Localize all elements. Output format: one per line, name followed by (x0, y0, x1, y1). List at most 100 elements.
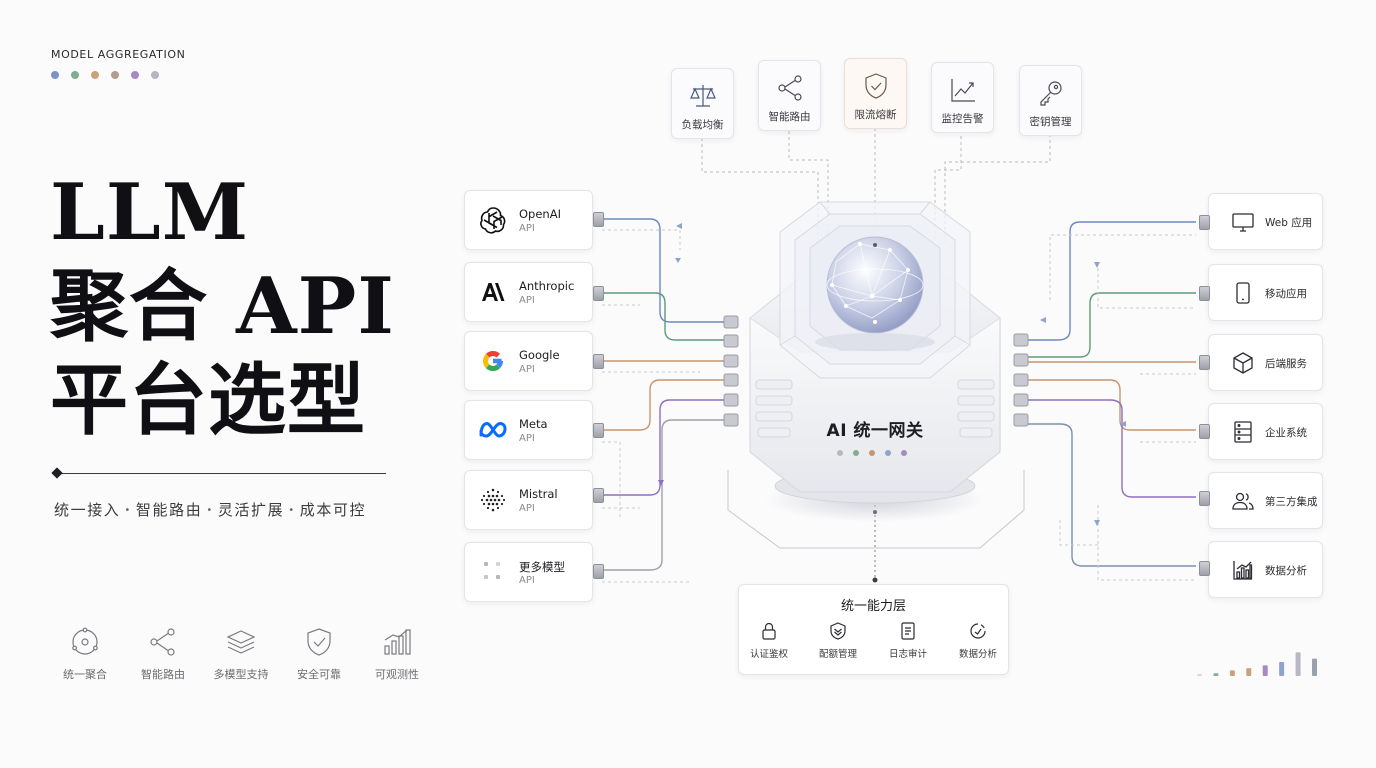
feature-label: 多模型支持 (213, 668, 269, 681)
feature-security: 安全可靠 (280, 626, 358, 682)
quota-icon (830, 622, 846, 640)
capability-rate-limit[interactable]: 限流熔断 (844, 58, 907, 129)
tagline-item: 灵活扩展 (217, 501, 285, 519)
app-name: 数据分析 (1265, 565, 1307, 577)
capability-key-management[interactable]: 密钥管理 (1019, 65, 1082, 136)
provider-card-anthropic[interactable]: Anthropic API (464, 262, 593, 322)
users-icon (1232, 492, 1254, 510)
app-card-analytics[interactable]: 数据分析 (1208, 541, 1323, 598)
color-dot (901, 450, 907, 456)
provider-card-more-models[interactable]: 更多模型 API (464, 542, 593, 602)
capability-label: 日志审计 (888, 649, 927, 660)
provider-sub: API (519, 433, 535, 444)
color-dot (151, 71, 159, 79)
capability-label: 认证鉴权 (749, 649, 788, 660)
mini-bar (1213, 673, 1219, 676)
feature-label: 统一聚合 (63, 668, 107, 681)
capability-load-balancing[interactable]: 负载均衡 (671, 68, 734, 139)
scale-icon (690, 85, 716, 107)
more-models-icon (484, 562, 500, 579)
app-plug (1199, 215, 1210, 230)
mini-bar (1312, 658, 1317, 676)
app-name: Web 应用 (1265, 217, 1313, 229)
mistral-logo (480, 488, 506, 512)
decorative-mini-bars (1197, 652, 1317, 676)
capability-label: 负载均衡 (681, 119, 724, 131)
provider-sub: API (519, 503, 535, 514)
capability-label: 配额管理 (818, 649, 857, 660)
monitor-icon (1232, 213, 1254, 232)
provider-card-mistral[interactable]: Mistral API (464, 470, 593, 530)
gateway-dots (837, 450, 907, 456)
app-card-mobile[interactable]: 移动应用 (1208, 264, 1323, 321)
feature-list: 统一聚合 智能路由 多模型支持 安全可靠 可观测性 (46, 626, 436, 682)
feature-multi-model: 多模型支持 (202, 626, 280, 682)
provider-card-meta[interactable]: Meta API (464, 400, 593, 460)
app-plug (1199, 424, 1210, 439)
lock-icon (762, 622, 776, 640)
line-chart-icon (951, 79, 975, 102)
provider-card-openai[interactable]: OpenAI API (464, 190, 593, 250)
cube-icon (1233, 352, 1253, 374)
mini-bar (1197, 674, 1202, 676)
routing-icon (150, 628, 175, 656)
app-card-third-party[interactable]: 第三方集成 (1208, 472, 1323, 529)
mini-bar (1279, 662, 1285, 676)
network-sphere (815, 236, 935, 351)
app-name: 后端服务 (1265, 358, 1307, 370)
app-card-backend[interactable]: 后端服务 (1208, 334, 1323, 391)
title-line-3: 平台选型 (50, 355, 367, 446)
provider-plug (593, 212, 604, 227)
title-divider (56, 473, 386, 474)
provider-sub: API (519, 364, 535, 375)
color-dot (853, 450, 859, 456)
tagline-separator: • (206, 505, 214, 516)
capability-layer: 统一能力层 认证鉴权 配额管理 日志审计 数据分析 (738, 584, 1009, 675)
capability-auth[interactable]: 认证鉴权 (739, 621, 799, 660)
app-card-enterprise[interactable]: 企业系统 (1208, 403, 1323, 460)
gateway-label: AI 统一网关 (826, 421, 924, 441)
provider-plug (593, 488, 604, 503)
provider-name: Mistral (519, 487, 558, 501)
capability-monitoring[interactable]: 监控告警 (931, 62, 994, 133)
capability-logs[interactable]: 日志审计 (878, 621, 938, 660)
routing-icon (778, 75, 802, 101)
feature-label: 安全可靠 (297, 668, 341, 681)
capability-smart-routing[interactable]: 智能路由 (758, 60, 821, 131)
app-card-web[interactable]: Web 应用 (1208, 193, 1323, 250)
capability-analytics[interactable]: 数据分析 (948, 621, 1008, 660)
app-plug (1199, 491, 1210, 506)
chart-bars-icon (384, 629, 411, 655)
provider-connectors (602, 218, 724, 571)
log-icon (901, 622, 915, 640)
provider-sub: API (519, 575, 535, 586)
provider-plug (593, 423, 604, 438)
provider-name: OpenAI (519, 207, 561, 221)
mini-bar (1229, 670, 1235, 676)
provider-plug (593, 564, 604, 579)
feature-routing: 智能路由 (124, 626, 202, 682)
color-dot (71, 71, 79, 79)
capability-quota[interactable]: 配额管理 (808, 621, 868, 660)
feature-observability: 可观测性 (358, 626, 436, 682)
capability-layer-title: 统一能力层 (840, 599, 906, 614)
shield-icon (307, 628, 331, 656)
openai-logo (480, 207, 506, 234)
provider-sub: API (519, 295, 535, 306)
capability-label: 智能路由 (768, 111, 811, 123)
tagline: 统一接入•智能路由•灵活扩展•成本可控 (54, 499, 366, 520)
app-plug (1199, 561, 1210, 576)
app-name: 第三方集成 (1265, 496, 1318, 508)
color-dot (91, 71, 99, 79)
eyebrow-label: MODEL AGGREGATION (51, 48, 186, 61)
app-plug (1199, 355, 1210, 370)
color-dot (111, 71, 119, 79)
title-line-2: 聚合 API (50, 261, 395, 352)
app-name: 企业系统 (1265, 427, 1307, 439)
feature-label: 智能路由 (141, 668, 185, 681)
color-dot (131, 71, 139, 79)
page-title: LLM 聚合 API 平台选型 (50, 166, 430, 448)
provider-card-google[interactable]: Google API (464, 331, 593, 391)
aggregate-icon (72, 627, 98, 655)
